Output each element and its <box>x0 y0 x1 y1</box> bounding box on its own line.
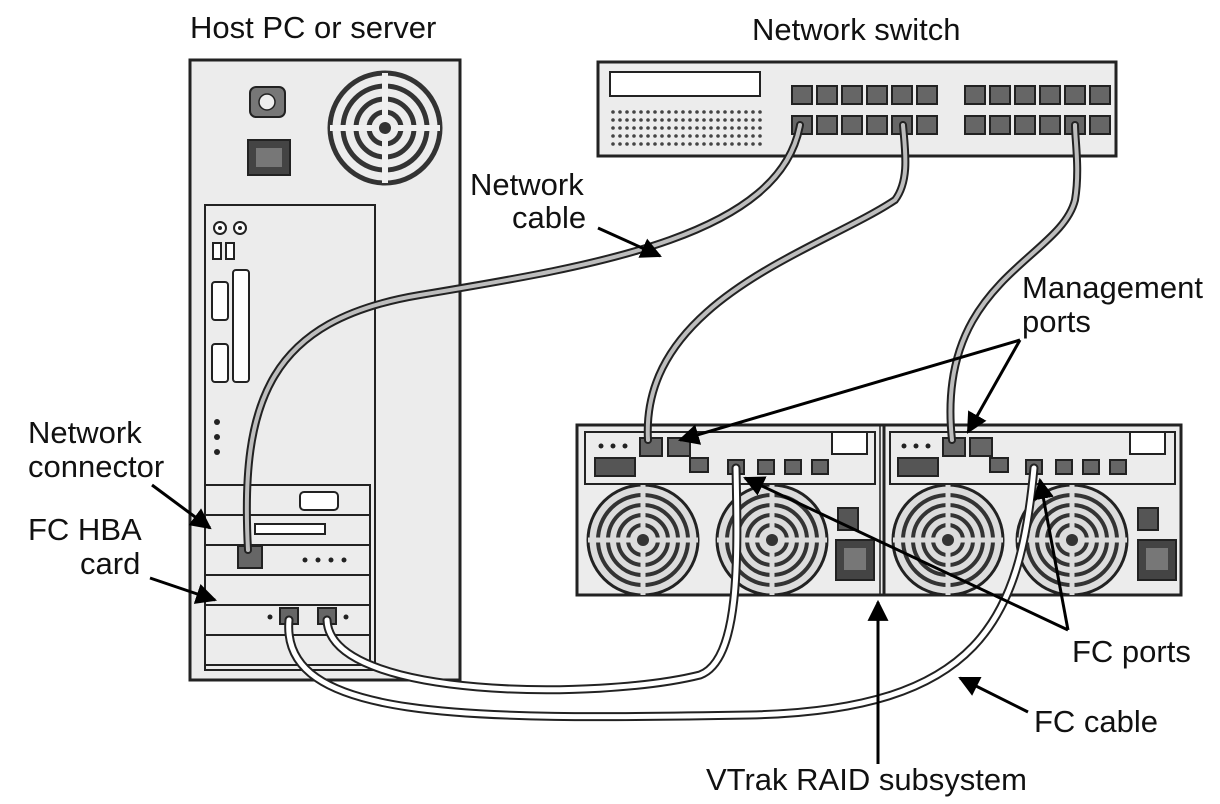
labels: Host PC or server Network switch Network… <box>28 10 1203 797</box>
power-socket-icon <box>1137 539 1177 581</box>
ethernet-port-icon <box>1014 85 1036 105</box>
ethernet-port-icon <box>1064 85 1086 105</box>
label-network-cable-1: Network <box>470 167 584 202</box>
label-network-cable-2: cable <box>512 200 586 235</box>
label-fc-hba-card-2: card <box>80 546 140 581</box>
ethernet-port-icon <box>866 115 888 135</box>
ethernet-port-icon <box>891 85 913 105</box>
callout-arrows <box>149 226 1070 764</box>
parallel-port-icon <box>232 269 250 383</box>
raid-controller-right <box>889 431 1176 485</box>
serial-port-icon <box>211 343 229 383</box>
ethernet-port-icon <box>1039 85 1061 105</box>
ethernet-port-icon <box>816 115 838 135</box>
label-fc-ports: FC ports <box>1072 634 1191 669</box>
label-management-ports-1: Management <box>1022 270 1203 305</box>
label-fc-cable: FC cable <box>1034 704 1158 739</box>
ethernet-port-icon <box>841 85 863 105</box>
fan-icon <box>586 483 700 597</box>
raid-fans <box>586 483 1129 597</box>
label-fc-hba-card-1: FC HBA <box>28 512 142 547</box>
label-network-connector-1: Network <box>28 415 142 450</box>
power-switch-icon <box>1137 507 1159 531</box>
ethernet-port-icon <box>1089 85 1111 105</box>
label-management-ports-2: ports <box>1022 304 1091 339</box>
ethernet-port-icon <box>916 85 938 105</box>
switch-vent <box>611 110 762 146</box>
ethernet-port-icon <box>1039 115 1061 135</box>
ethernet-port-icon <box>841 115 863 135</box>
fan-icon <box>327 70 443 186</box>
scsi-port-icon <box>254 523 326 535</box>
fan-icon <box>715 483 829 597</box>
ethernet-port-icon <box>791 85 813 105</box>
usb-port-icon <box>225 242 235 260</box>
fc-cables <box>284 463 1039 722</box>
usb-port-icon <box>212 242 222 260</box>
ethernet-port-icon <box>1089 115 1111 135</box>
raid-controller-left <box>584 431 876 485</box>
ethernet-port-icon <box>964 85 986 105</box>
ethernet-port-icon <box>916 115 938 135</box>
label-vtrak: VTrak RAID subsystem <box>706 762 1027 797</box>
serial-port-icon <box>211 281 229 321</box>
ethernet-port-icon <box>816 85 838 105</box>
ethernet-port-icon <box>866 85 888 105</box>
vtrak-raid <box>575 423 1183 597</box>
ethernet-port-icon <box>989 85 1011 105</box>
label-switch: Network switch <box>752 12 960 47</box>
vga-port-icon <box>299 491 339 511</box>
host-pc <box>188 58 462 682</box>
network-switch <box>596 60 1118 158</box>
label-host: Host PC or server <box>190 10 436 45</box>
fan-icon <box>1015 483 1129 597</box>
ethernet-port-icon <box>1014 115 1036 135</box>
ethernet-port-icon <box>964 115 986 135</box>
switch-ports <box>791 85 1111 135</box>
fan-icon <box>891 483 1005 597</box>
ethernet-port-icon <box>989 115 1011 135</box>
network-cables <box>242 121 1082 554</box>
label-network-connector-2: connector <box>28 449 164 484</box>
